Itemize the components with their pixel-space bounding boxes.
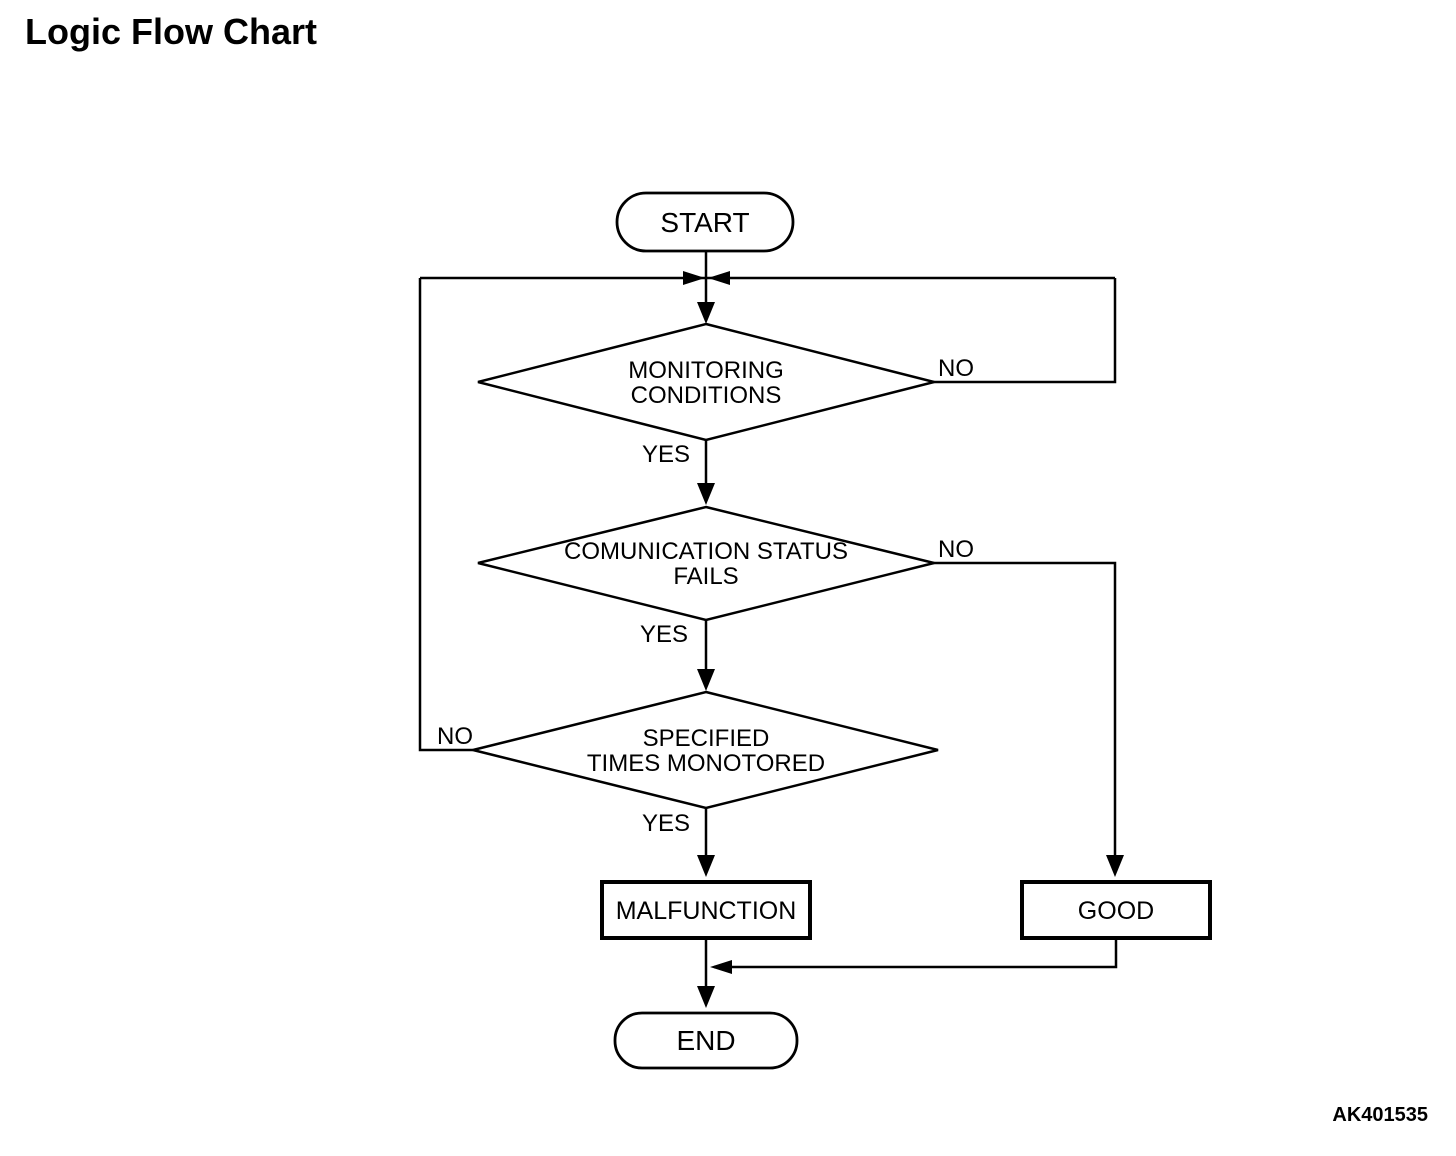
decision3-yes-label: YES (642, 810, 690, 837)
decision2-node (477, 505, 935, 622)
edge-decision3-no-loop (418, 278, 473, 752)
decision1-node (477, 322, 935, 442)
decision1-yes-label: YES (642, 441, 690, 468)
start-label: START (660, 207, 749, 238)
arrowhead-into-end (697, 986, 715, 1008)
arrowhead-into-good (1106, 855, 1124, 877)
decision2-yes-label: YES (640, 621, 688, 648)
decision3-node (472, 690, 939, 810)
decision2-label-line1: COMUNICATION STATUS (564, 538, 848, 565)
decision2-label-line2: FAILS (673, 563, 738, 590)
page-title: Logic Flow Chart (25, 11, 317, 52)
arrowhead-merge-from-left (683, 271, 705, 285)
edge-decision1-no-loop (933, 278, 1117, 384)
decision2-no-label: NO (938, 536, 974, 563)
decision1-no-label: NO (938, 355, 974, 382)
malfunction-node (600, 880, 812, 940)
arrowhead-into-decision3 (697, 669, 715, 691)
malfunction-label: MALFUNCTION (616, 897, 797, 925)
figure-code: AK401535 (1332, 1104, 1428, 1126)
decision1-label-line2: CONDITIONS (631, 382, 782, 409)
arrowhead-into-decision1 (697, 302, 715, 324)
good-node (1020, 880, 1212, 940)
decision3-no-label: NO (437, 723, 473, 750)
edge-good-return (714, 938, 1118, 969)
arrowhead-merge-from-right (708, 271, 730, 285)
arrowhead-into-decision2 (697, 483, 715, 505)
decision1-label-line1: MONITORING (628, 357, 784, 384)
end-node (613, 1011, 799, 1070)
arrowhead-good-return (710, 960, 732, 974)
decision3-label-line2: TIMES MONOTORED (587, 750, 825, 777)
decision3-label-line1: SPECIFIED (643, 725, 770, 752)
good-label: GOOD (1078, 897, 1154, 925)
edge-decision2-no-to-good (933, 561, 1117, 860)
arrowhead-into-malfunction (697, 855, 715, 877)
start-node (615, 191, 795, 253)
end-label: END (676, 1025, 735, 1056)
